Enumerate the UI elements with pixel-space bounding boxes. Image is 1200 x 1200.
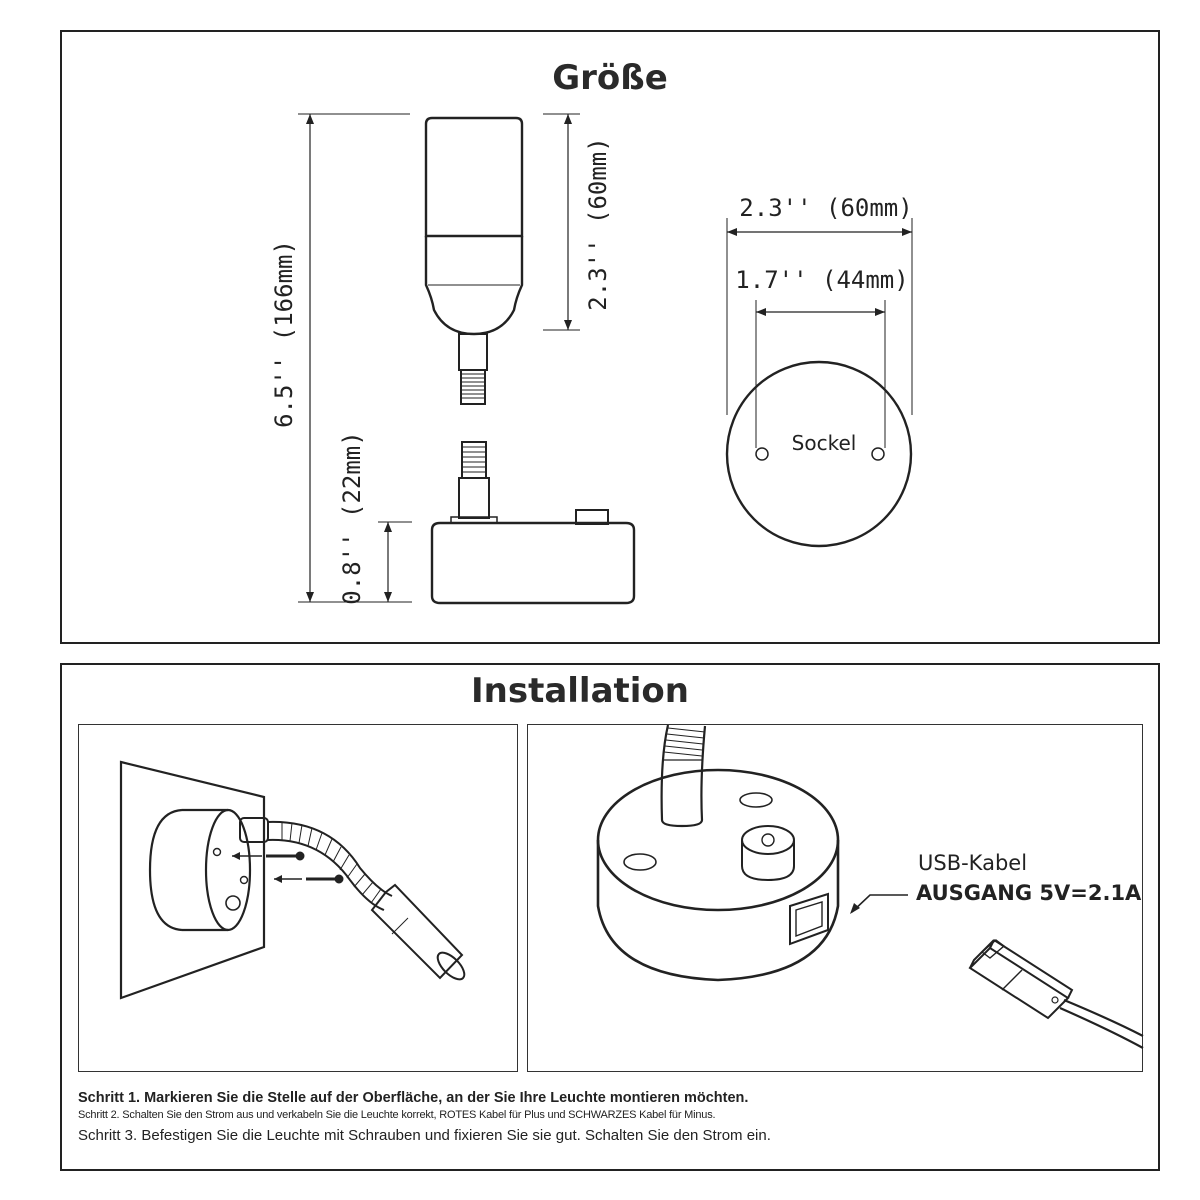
install-panel: Installation xyxy=(60,663,1160,1171)
mount-hole-left xyxy=(755,447,769,461)
step-1-text: Schritt 1. Markieren Sie die Stelle auf … xyxy=(78,1090,749,1106)
size-title: Größe xyxy=(552,58,668,98)
total-height-label: 6.5'' (166mm) xyxy=(270,240,298,428)
usb-cable-label: USB-Kabel xyxy=(918,851,1027,875)
hole-spacing-label: 1.7'' (44mm) xyxy=(735,266,908,294)
step-2-text: Schritt 2. Schalten Sie den Strom aus un… xyxy=(78,1109,716,1121)
head-height-label: 2.3'' (60mm) xyxy=(584,137,612,310)
install-step-wall-box xyxy=(78,724,518,1072)
base-diameter-label: 2.3'' (60mm) xyxy=(739,194,912,222)
base-height-label: 0.8'' (22mm) xyxy=(338,431,366,604)
base-label: Sockel xyxy=(792,431,857,455)
usb-output-label: AUSGANG 5V=2.1A xyxy=(916,881,1142,905)
size-panel: Größe xyxy=(60,30,1160,644)
lamp-head-drawing xyxy=(424,116,524,405)
install-title: Installation xyxy=(470,671,689,711)
size-diagram: 6.5'' (166mm) 2.3'' (60mm) 0.8'' (22mm) … xyxy=(270,113,913,605)
mount-hole-right xyxy=(871,447,885,461)
lamp-base-drawing xyxy=(430,441,636,605)
install-steps: Schritt 1. Markieren Sie die Stelle auf … xyxy=(78,1090,1138,1144)
base-circle xyxy=(725,360,913,548)
install-step-usb-box xyxy=(527,724,1143,1072)
wall-mount-drawing xyxy=(119,760,466,1000)
usb-base-drawing xyxy=(596,724,1144,1049)
step-3-text: Schritt 3. Befestigen Sie die Leuchte mi… xyxy=(78,1127,771,1144)
